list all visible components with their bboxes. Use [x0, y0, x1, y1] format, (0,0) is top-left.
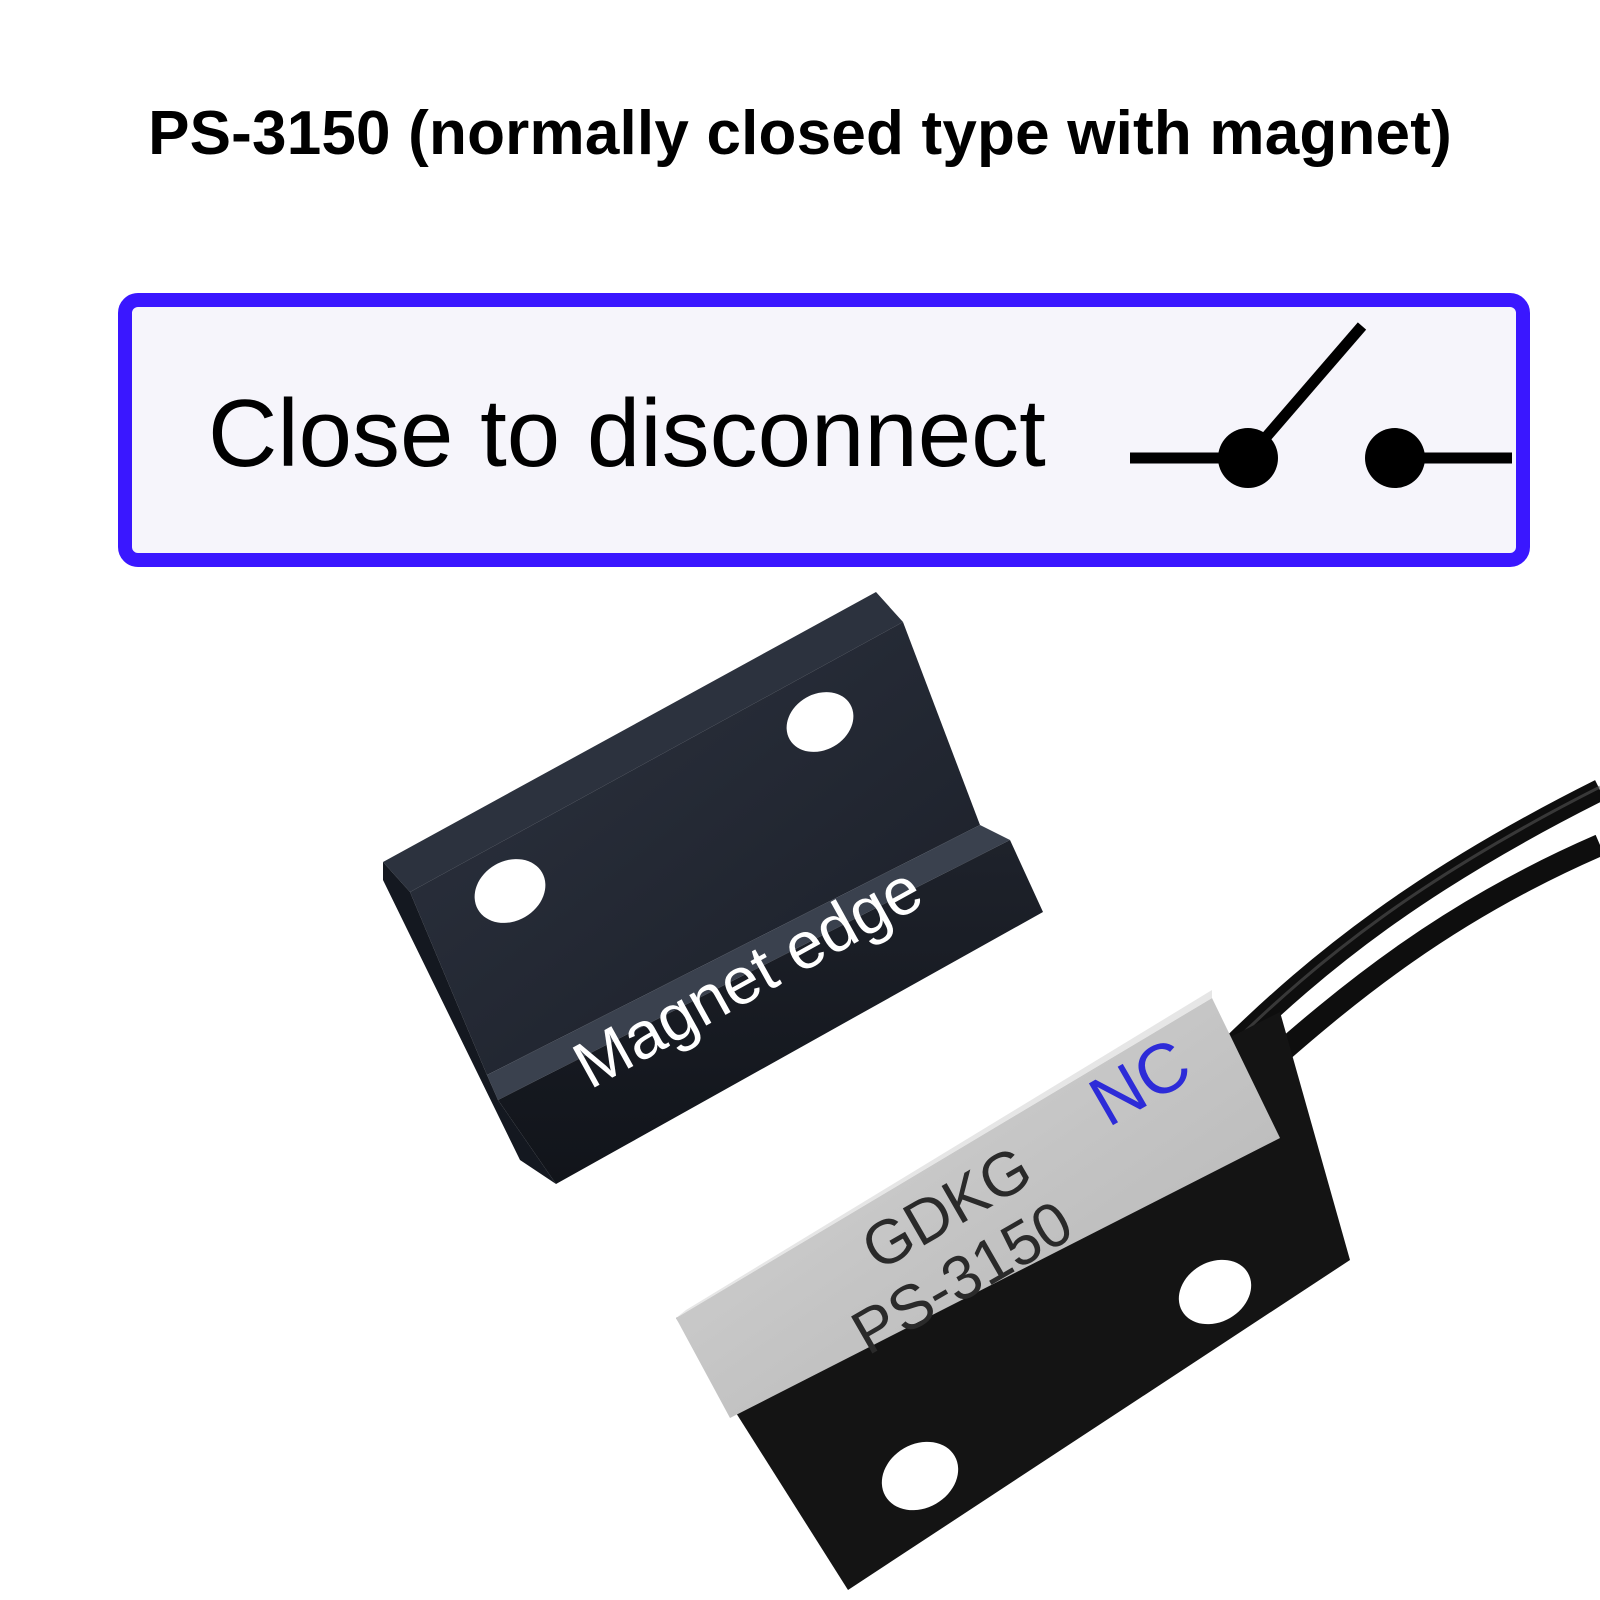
banner-text: Close to disconnect — [208, 380, 1046, 487]
mounting-hole-icon — [881, 1259, 1252, 1511]
magnet-block — [383, 592, 1043, 1184]
reed-sensor — [676, 990, 1350, 1590]
cable-icon — [1220, 780, 1600, 1089]
mounting-hole-icon — [474, 692, 854, 923]
page-title: PS-3150 (normally closed type with magne… — [148, 99, 1452, 168]
